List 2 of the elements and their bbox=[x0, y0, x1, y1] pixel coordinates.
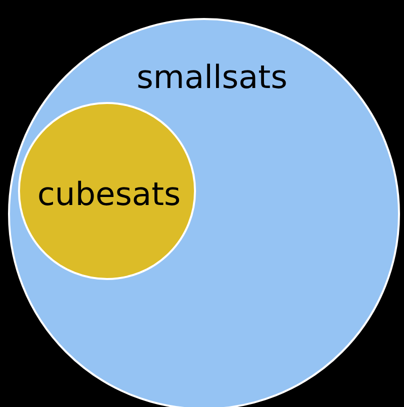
set-label: cubesats bbox=[37, 178, 181, 210]
set-label: smallsats bbox=[136, 61, 288, 93]
